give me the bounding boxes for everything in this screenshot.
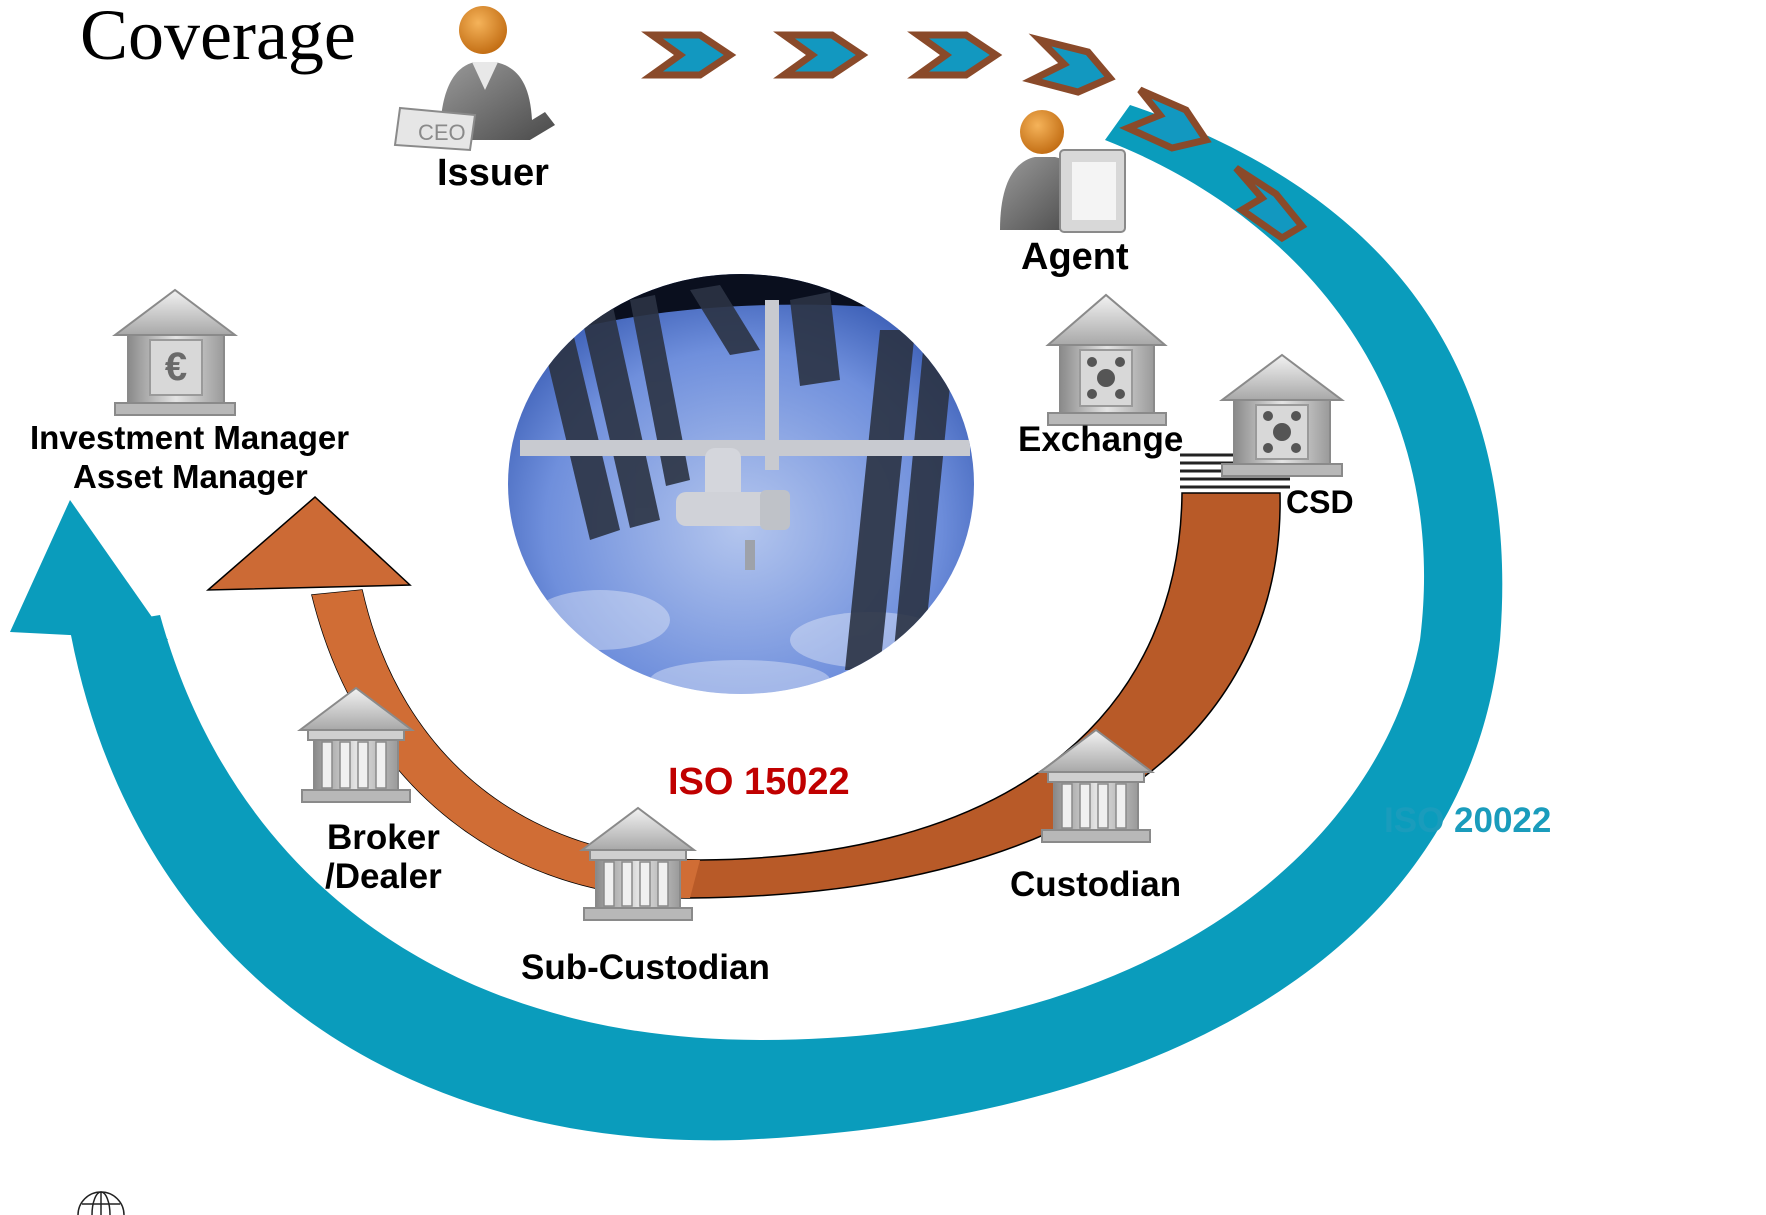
page-title: Coverage bbox=[80, 0, 356, 75]
exchange-building-icon bbox=[1045, 293, 1168, 426]
globe-logo-icon bbox=[77, 1191, 125, 1215]
chevron-5 bbox=[1119, 86, 1212, 152]
csd-label: CSD bbox=[1286, 484, 1354, 520]
broker-dealer-building-icon bbox=[297, 686, 415, 803]
custodian-label: Custodian bbox=[1010, 865, 1182, 904]
exchange-label: Exchange bbox=[1018, 420, 1184, 459]
investment-manager-building-icon: € bbox=[112, 288, 238, 416]
issuer-person-icon: CEO bbox=[393, 6, 555, 152]
iso20022-flow-arrow bbox=[10, 105, 1503, 1141]
investment-manager-label-line1: Investment Manager bbox=[30, 419, 350, 456]
chevron-6 bbox=[1233, 165, 1308, 243]
chevron-3 bbox=[907, 31, 1003, 79]
agent-person-icon bbox=[1000, 110, 1126, 233]
iso20022-arrowhead bbox=[10, 500, 168, 640]
iso15022-arrowhead bbox=[205, 495, 412, 591]
iso20022-label: ISO 20022 bbox=[1384, 801, 1552, 840]
space-station-globe-image bbox=[508, 274, 974, 694]
sub-custodian-building-icon bbox=[579, 806, 697, 921]
investment-manager-label-line2: Asset Manager bbox=[73, 458, 308, 495]
broker-dealer-label-line1: Broker bbox=[327, 818, 440, 857]
sub-custodian-label: Sub-Custodian bbox=[521, 948, 770, 987]
iso15022-label: ISO 15022 bbox=[668, 761, 850, 803]
csd-building-icon bbox=[1219, 353, 1345, 477]
euro-icon: € bbox=[165, 345, 187, 389]
flow-chevrons bbox=[641, 31, 1308, 243]
agent-label: Agent bbox=[1021, 236, 1129, 278]
chevron-1 bbox=[641, 31, 737, 79]
chevron-2 bbox=[773, 31, 869, 79]
issuer-label: Issuer bbox=[437, 152, 549, 194]
custodian-building-icon bbox=[1037, 728, 1155, 843]
ceo-sign: CEO bbox=[418, 120, 466, 145]
chevron-4 bbox=[1022, 33, 1116, 96]
broker-dealer-label-line2: /Dealer bbox=[325, 857, 442, 896]
